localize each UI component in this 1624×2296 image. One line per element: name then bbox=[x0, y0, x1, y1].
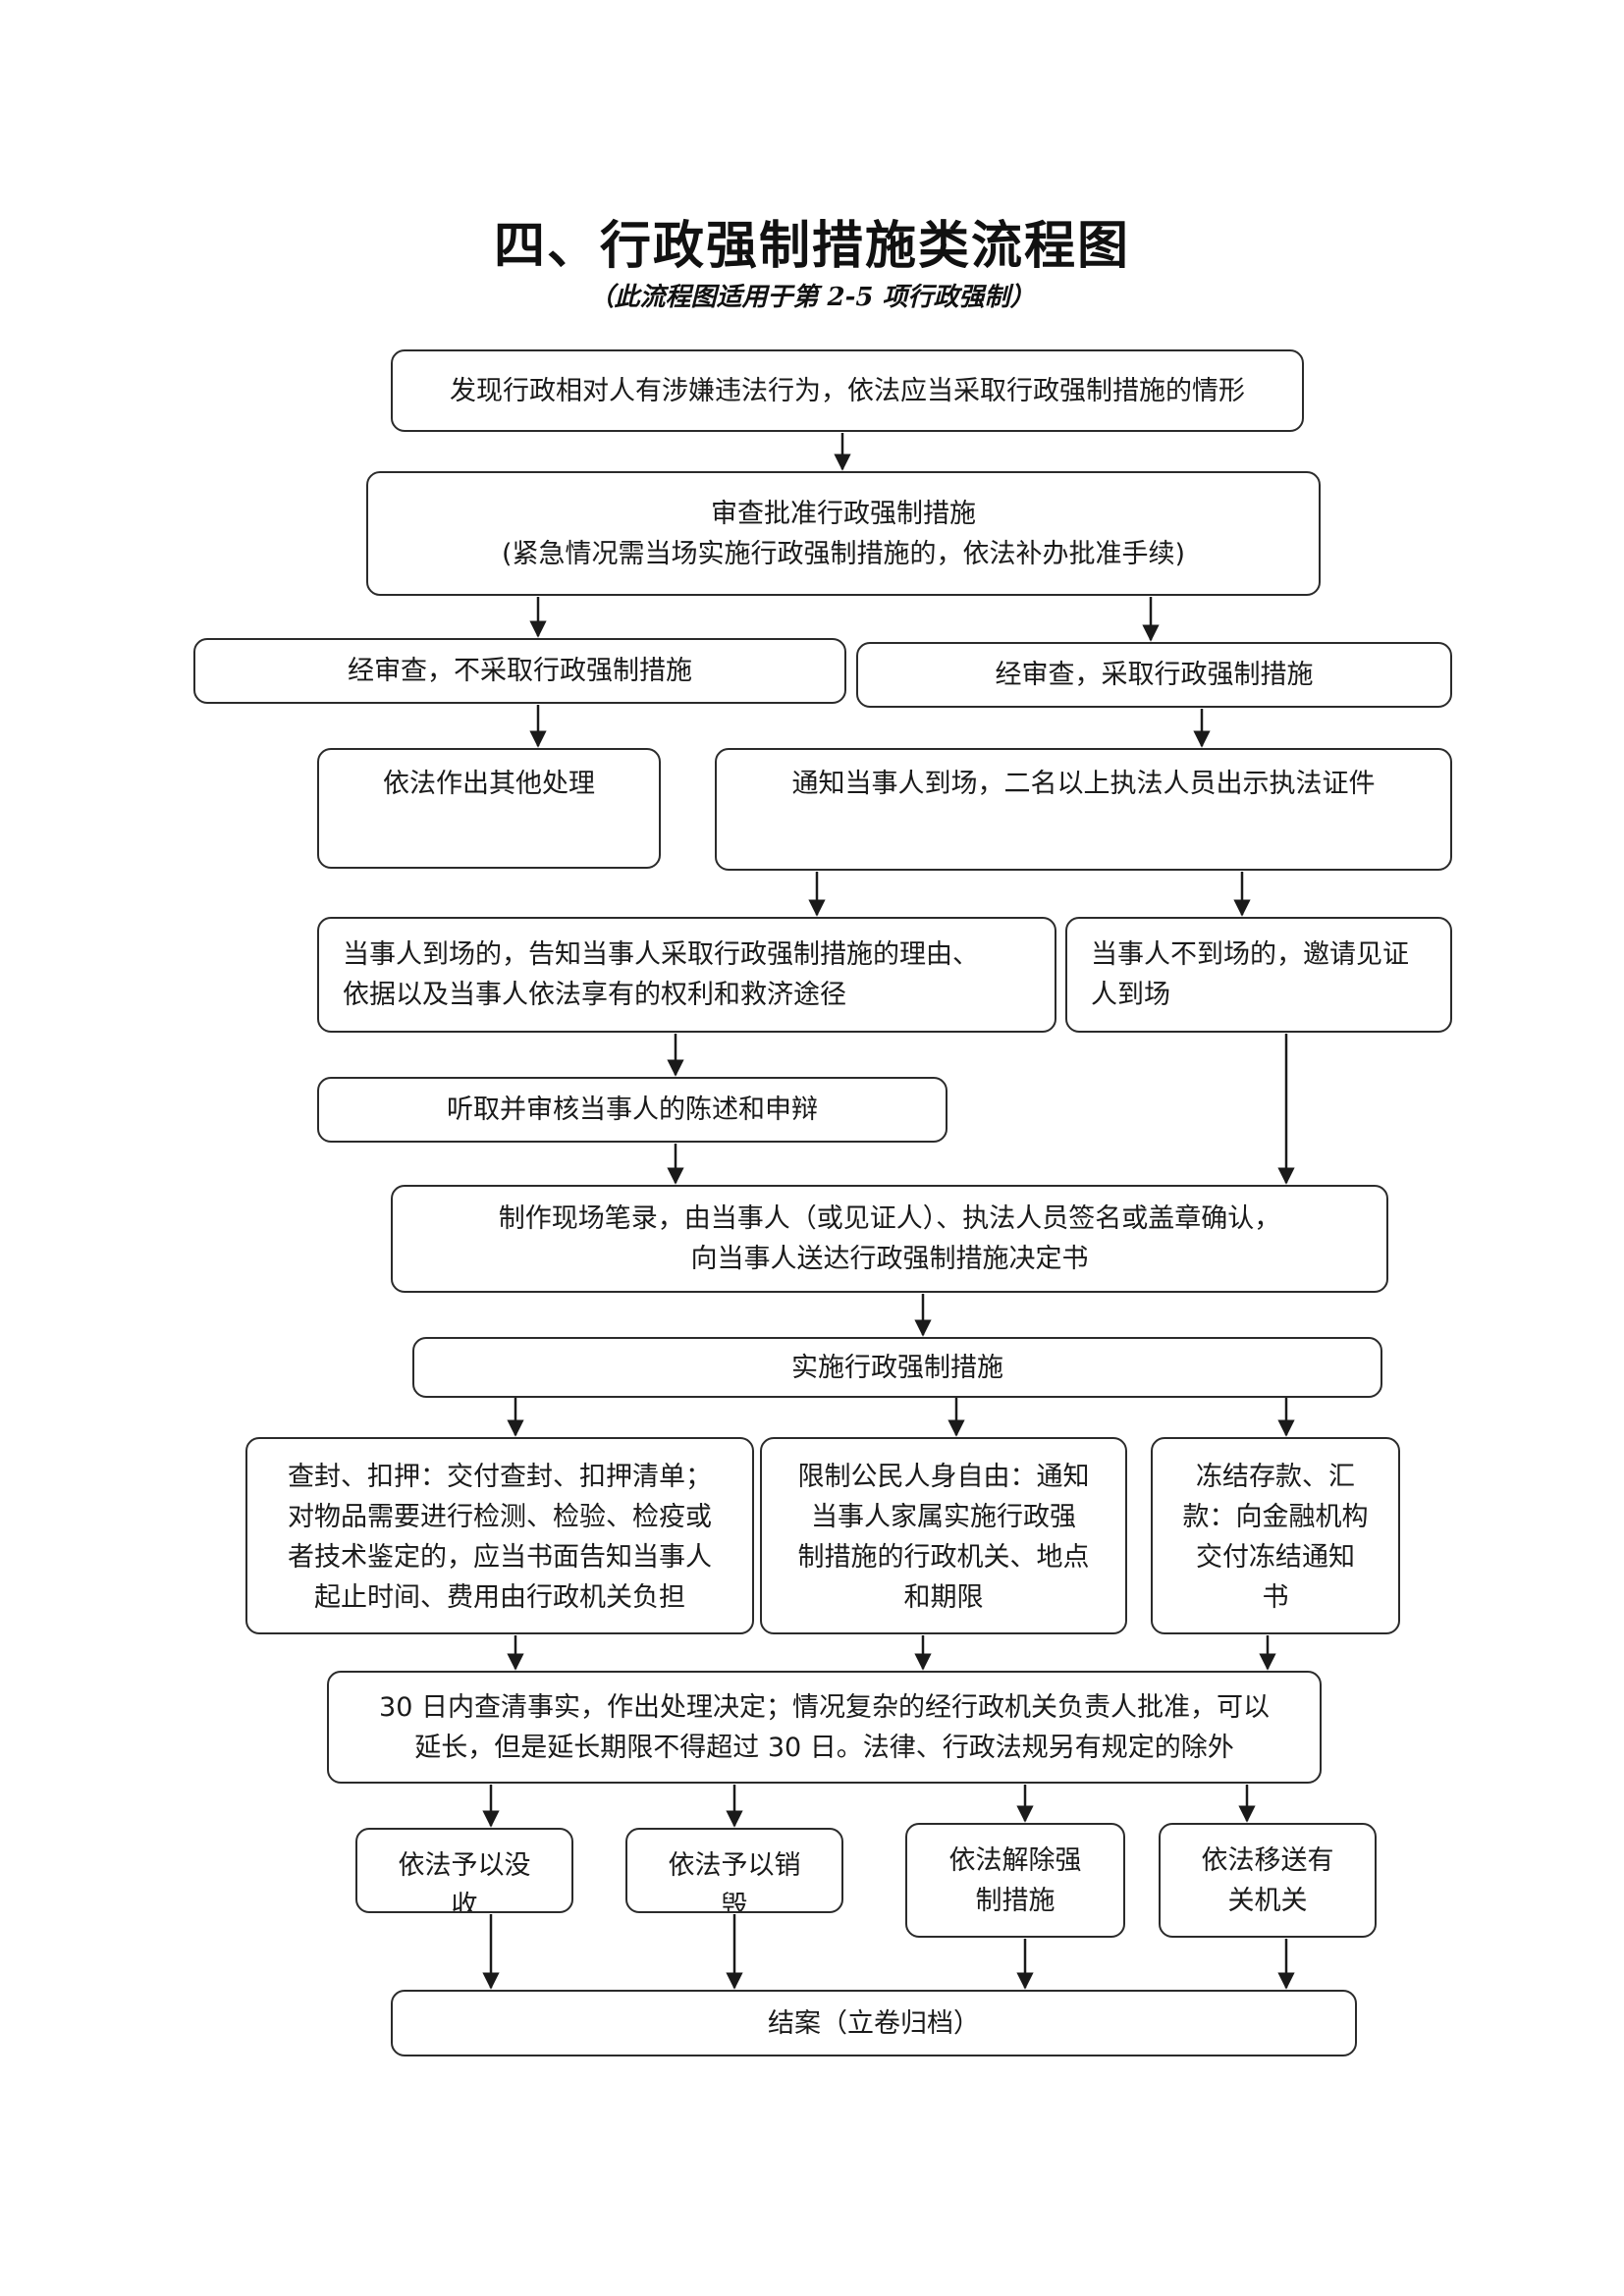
discover-violation-node: 发现行政相对人有涉嫌违法行为，依法应当采取行政强制措施的情形 bbox=[391, 349, 1304, 432]
seal-seize-line3: 者技术鉴定的，应当书面告知当事人 bbox=[288, 1542, 712, 1573]
confiscate-node: 依法予以没 收 bbox=[355, 1828, 573, 1913]
confiscate-line1: 依法予以没 bbox=[398, 1850, 531, 1881]
freeze-deposit-line3: 交付冻结通知 bbox=[1196, 1542, 1355, 1573]
investigate-decide-node: 30 日内查清事实，作出处理决定；情况复杂的经行政机关负责人批准，可以 延长，但… bbox=[327, 1671, 1322, 1784]
transfer-authority-line1: 依法移送有 bbox=[1201, 1844, 1334, 1876]
freeze-deposit-node: 冻结存款、汇 款：向金融机构 交付冻结通知 书 bbox=[1151, 1437, 1400, 1634]
implement-measures-node: 实施行政强制措施 bbox=[412, 1337, 1382, 1398]
restrict-freedom-line4: 和期限 bbox=[903, 1582, 984, 1613]
seal-seize-line4: 起止时间、费用由行政机关负担 bbox=[314, 1582, 685, 1613]
party-present-line2: 依据以及当事人依法享有的权利和救济途径 bbox=[343, 980, 846, 1010]
restrict-freedom-line1: 限制公民人身自由：通知 bbox=[797, 1462, 1090, 1492]
destroy-line2: 毁 bbox=[721, 1891, 748, 1913]
freeze-deposit-line1: 冻结存款、汇 bbox=[1196, 1462, 1355, 1492]
implement-measures-text: 实施行政强制措施 bbox=[791, 1352, 1003, 1383]
release-measures-node: 依法解除强 制措施 bbox=[905, 1823, 1125, 1938]
close-case-text: 结案（立卷归档） bbox=[768, 2007, 980, 2039]
other-handling-text: 依法作出其他处理 bbox=[383, 769, 595, 799]
hear-statement-text: 听取并审核当事人的陈述和申辩 bbox=[447, 1095, 818, 1125]
party-present-node: 当事人到场的，告知当事人采取行政强制措施的理由、 依据以及当事人依法享有的权利和… bbox=[317, 917, 1056, 1033]
adopt-node: 经审查，采取行政强制措施 bbox=[856, 642, 1452, 708]
transfer-authority-node: 依法移送有 关机关 bbox=[1159, 1823, 1377, 1938]
not-adopt-text: 经审查，不采取行政强制措施 bbox=[348, 656, 692, 686]
notify-party-text: 通知当事人到场，二名以上执法人员出示执法证件 bbox=[791, 769, 1376, 799]
review-approve-line1: 审查批准行政强制措施 bbox=[711, 498, 976, 529]
close-case-node: 结案（立卷归档） bbox=[391, 1990, 1357, 2056]
other-handling-node: 依法作出其他处理 bbox=[317, 748, 661, 869]
notify-party-node: 通知当事人到场，二名以上执法人员出示执法证件 bbox=[715, 748, 1452, 871]
review-approve-line2: (紧急情况需当场实施行政强制措施的，依法补办批准手续) bbox=[501, 538, 1186, 569]
seal-seize-line1: 查封、扣押：交付查封、扣押清单； bbox=[288, 1462, 712, 1492]
seal-seize-node: 查封、扣押：交付查封、扣押清单； 对物品需要进行检测、检验、检疫或 者技术鉴定的… bbox=[245, 1437, 754, 1634]
restrict-freedom-node: 限制公民人身自由：通知 当事人家属实施行政强 制措施的行政机关、地点 和期限 bbox=[760, 1437, 1127, 1634]
review-approve-node: 审查批准行政强制措施 (紧急情况需当场实施行政强制措施的，依法补办批准手续) bbox=[366, 471, 1321, 596]
transfer-authority-line2: 关机关 bbox=[1227, 1885, 1308, 1916]
hear-statement-node: 听取并审核当事人的陈述和申辩 bbox=[317, 1077, 947, 1143]
freeze-deposit-line2: 款：向金融机构 bbox=[1182, 1502, 1369, 1532]
not-adopt-node: 经审查，不采取行政强制措施 bbox=[193, 638, 846, 704]
discover-violation-text: 发现行政相对人有涉嫌违法行为，依法应当采取行政强制措施的情形 bbox=[450, 375, 1245, 406]
adopt-text: 经审查，采取行政强制措施 bbox=[995, 660, 1314, 690]
onsite-record-line2: 向当事人送达行政强制措施决定书 bbox=[690, 1244, 1089, 1274]
page-title: 四、行政强制措施类流程图 bbox=[493, 216, 1130, 276]
onsite-record-line1: 制作现场笔录，由当事人（或见证人）、执法人员签名或盖章确认， bbox=[498, 1203, 1281, 1234]
seal-seize-line2: 对物品需要进行检测、检验、检疫或 bbox=[288, 1502, 712, 1532]
page-subtitle: （此流程图适用于第 2-5 项行政强制） bbox=[588, 283, 1036, 312]
release-measures-line1: 依法解除强 bbox=[948, 1844, 1082, 1876]
release-measures-line2: 制措施 bbox=[975, 1885, 1056, 1916]
onsite-record-node: 制作现场笔录，由当事人（或见证人）、执法人员签名或盖章确认， 向当事人送达行政强… bbox=[391, 1185, 1388, 1293]
restrict-freedom-line3: 制措施的行政机关、地点 bbox=[797, 1542, 1090, 1573]
party-absent-line1: 当事人不到场的，邀请见证 bbox=[1091, 939, 1409, 970]
confiscate-line2: 收 bbox=[451, 1891, 478, 1913]
destroy-node: 依法予以销 毁 bbox=[625, 1828, 843, 1913]
party-present-line1: 当事人到场的，告知当事人采取行政强制措施的理由、 bbox=[343, 939, 979, 970]
investigate-decide-line2: 延长，但是延长期限不得超过 30 日。法律、行政法规另有规定的除外 bbox=[414, 1732, 1234, 1763]
investigate-decide-line1: 30 日内查清事实，作出处理决定；情况复杂的经行政机关负责人批准，可以 bbox=[379, 1691, 1270, 1723]
freeze-deposit-line4: 书 bbox=[1262, 1582, 1289, 1613]
party-absent-node: 当事人不到场的，邀请见证 人到场 bbox=[1065, 917, 1452, 1033]
restrict-freedom-line2: 当事人家属实施行政强 bbox=[811, 1502, 1076, 1532]
destroy-line1: 依法予以销 bbox=[668, 1850, 801, 1881]
party-absent-line2: 人到场 bbox=[1091, 980, 1170, 1010]
